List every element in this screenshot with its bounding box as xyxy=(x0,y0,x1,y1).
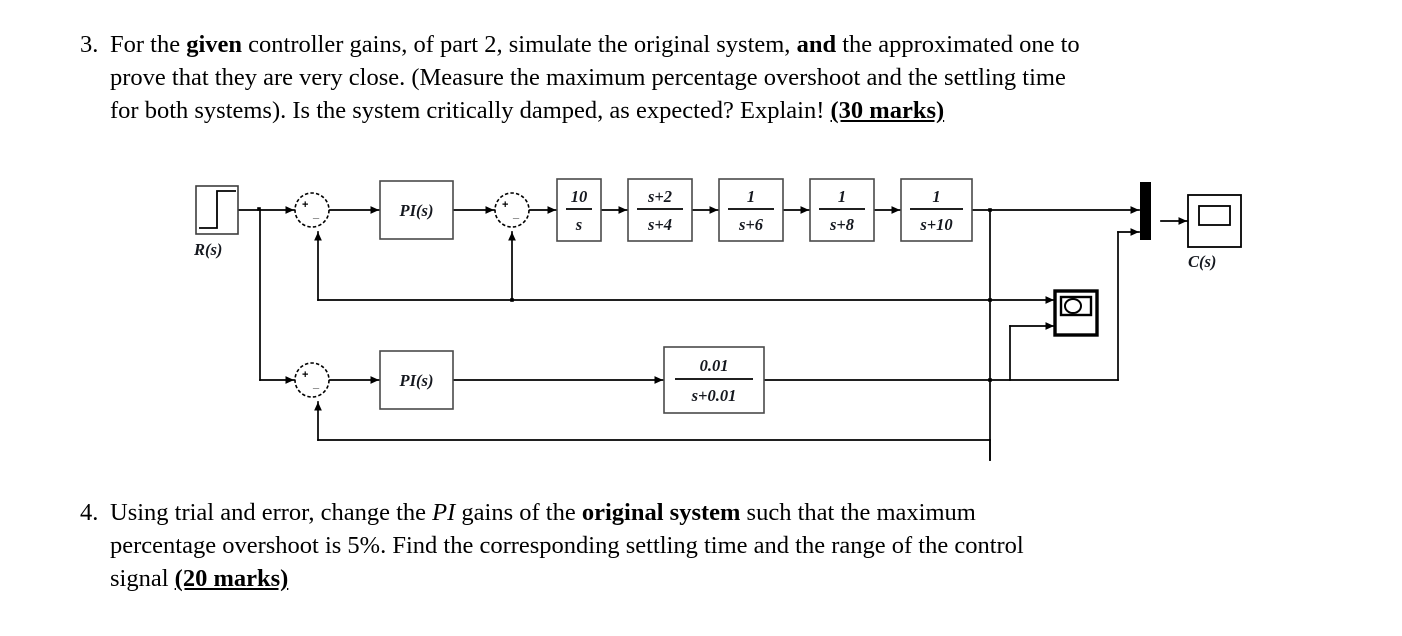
q4-l1-part-b: gains of the xyxy=(455,499,582,526)
junction-dot-output-split xyxy=(988,208,992,212)
question-3-line-2: prove that they are very close. (Measure… xyxy=(110,64,1066,91)
sum1-minus-sign: _ xyxy=(312,208,320,220)
q4-marks-badge: (20 marks) xyxy=(174,565,289,592)
plant5-denominator: s+10 xyxy=(919,215,952,234)
question-3-number: 3. xyxy=(80,31,99,58)
q3-l1-part-c: controller gains, of part 2, simulate th… xyxy=(242,31,797,58)
question-3-line-3: for both systems). Is the system critica… xyxy=(110,94,1080,127)
comparison-scope-block[interactable] xyxy=(1053,289,1099,337)
plant1-numerator: 10 xyxy=(571,187,588,206)
plant3-denominator: s+6 xyxy=(738,215,764,234)
q4-l3-part-a: signal xyxy=(110,565,175,592)
junction-dot-inner-loop xyxy=(510,298,514,302)
sum-junction-3[interactable]: + _ xyxy=(294,362,330,398)
q3-l3-part-a: for both systems). Is the system critica… xyxy=(110,97,831,124)
approx-denominator: s+0.01 xyxy=(691,386,737,405)
q4-l1-part-d: such that the maximum xyxy=(740,499,976,526)
sum3-plus-sign: + xyxy=(302,369,308,381)
approximated-plant-block[interactable]: 0.01 s+0.01 xyxy=(663,346,765,414)
junction-dot-feedback-bus xyxy=(988,298,992,302)
sum2-minus-sign: _ xyxy=(512,208,520,220)
junction-dot-input-split xyxy=(257,207,261,211)
sum2-plus-sign: + xyxy=(502,199,508,211)
q3-l1-bold-given: given xyxy=(186,31,243,58)
plant4-denominator: s+8 xyxy=(829,215,854,234)
plant-block-2[interactable]: s+2 s+4 xyxy=(627,178,693,242)
q3-l1-part-a: For the xyxy=(110,31,187,58)
plant5-numerator: 1 xyxy=(932,187,940,206)
approx-numerator: 0.01 xyxy=(700,356,729,375)
question-4-line-2: percentage overshoot is 5%. Find the cor… xyxy=(110,532,1024,559)
plant-block-4[interactable]: 1 s+8 xyxy=(809,178,875,242)
step-input-block[interactable] xyxy=(195,185,239,235)
plant2-denominator: s+4 xyxy=(647,215,672,234)
simulink-block-diagram: R(s) + _ PI(s) + _ 10 s s+2 s+4 1 s+6 1 xyxy=(0,160,1402,470)
output-label: C(s) xyxy=(1188,252,1216,271)
plant4-numerator: 1 xyxy=(838,187,846,206)
sum-junction-2[interactable]: + _ xyxy=(494,192,530,228)
junction-dot-lower-split xyxy=(988,378,992,382)
q3-l1-part-e: the approximated one to xyxy=(836,31,1080,58)
sum3-minus-sign: _ xyxy=(312,378,320,390)
q4-l1-bold-original-system: original system xyxy=(581,499,741,526)
question-item-4: 4. Using trial and error, change the PI … xyxy=(62,496,1382,595)
question-4-body: Using trial and error, change the PI gai… xyxy=(110,496,1024,595)
pi-lower-label: PI(s) xyxy=(399,371,434,390)
plant3-numerator: 1 xyxy=(747,187,755,206)
pi-controller-upper-block[interactable]: PI(s) xyxy=(379,180,454,240)
plant-block-5[interactable]: 1 s+10 xyxy=(900,178,973,242)
question-4-number: 4. xyxy=(80,499,99,526)
plant1-denominator: s xyxy=(575,215,582,234)
output-display-block[interactable] xyxy=(1187,194,1242,248)
input-label: R(s) xyxy=(193,240,222,259)
question-3-line-1: For the given controller gains, of part … xyxy=(110,28,1080,61)
question-3-body: For the given controller gains, of part … xyxy=(110,28,1080,127)
q3-l1-bold-and: and xyxy=(796,31,837,58)
sum-junction-1[interactable]: + _ xyxy=(294,192,330,228)
q3-marks-badge: (30 marks) xyxy=(830,97,945,124)
wire-junction-dots xyxy=(257,207,992,382)
question-4-line-1: Using trial and error, change the PI gai… xyxy=(110,496,1024,529)
pi-controller-lower-block[interactable]: PI(s) xyxy=(379,350,454,410)
plant-block-3[interactable]: 1 s+6 xyxy=(718,178,784,242)
question-item-3: 3. For the given controller gains, of pa… xyxy=(62,28,1382,127)
question-4-line-3: signal (20 marks) xyxy=(110,562,1024,595)
sum1-plus-sign: + xyxy=(302,199,308,211)
q4-l1-part-a: Using trial and error, change the xyxy=(110,499,433,526)
plant-block-1[interactable]: 10 s xyxy=(556,178,602,242)
pi-upper-label: PI(s) xyxy=(399,201,434,220)
plant2-numerator: s+2 xyxy=(647,187,672,206)
mux-block[interactable] xyxy=(1140,182,1151,240)
q4-l1-italic-pi: PI xyxy=(432,499,456,526)
